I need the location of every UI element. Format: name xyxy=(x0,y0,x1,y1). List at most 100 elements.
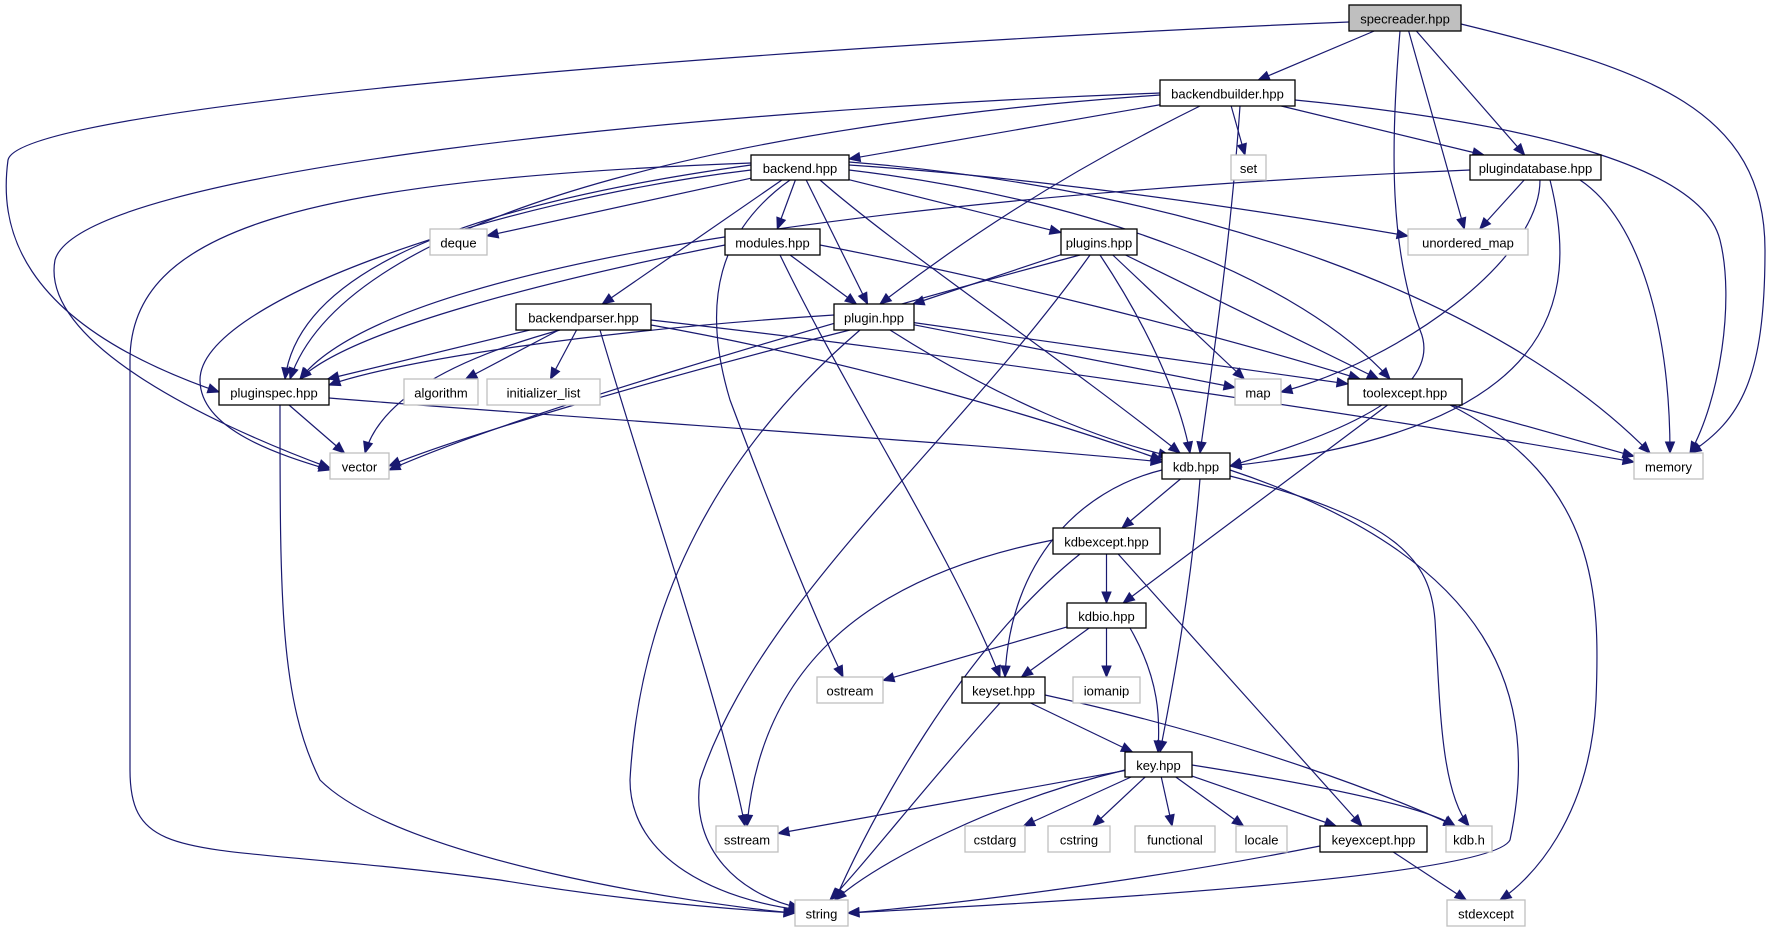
edge-backend-to-plugin xyxy=(805,179,869,305)
node-specreader-hpp[interactable]: specreader.hpp xyxy=(1348,4,1462,32)
node-keyset-hpp[interactable]: keyset.hpp xyxy=(961,676,1046,704)
node-key-hpp[interactable]: key.hpp xyxy=(1124,751,1193,778)
node-label: backendbuilder.hpp xyxy=(1171,87,1284,102)
node-label: sstream xyxy=(724,833,770,848)
arrowhead-icon xyxy=(1196,440,1207,455)
node-backendparser-hpp[interactable]: backendparser.hpp xyxy=(515,303,652,331)
edge-keyset-to-key xyxy=(1030,702,1133,753)
node-label: toolexcept.hpp xyxy=(1363,386,1448,401)
edge-plugins-to-vector xyxy=(388,254,1081,471)
edge-plugin-to-map xyxy=(913,324,1236,389)
node-label: keyexcept.hpp xyxy=(1332,833,1416,848)
edge-backendbuilder-to-pluginspec xyxy=(289,94,1161,380)
arrowhead-icon xyxy=(1150,455,1164,467)
edge-backend-to-unordered_map xyxy=(848,164,1409,237)
arrowhead-icon xyxy=(1664,441,1676,455)
node-label: plugindatabase.hpp xyxy=(1479,161,1593,176)
edge-key-to-sstream xyxy=(777,769,1126,834)
node-iomanip: iomanip xyxy=(1072,676,1141,704)
node-label: functional xyxy=(1147,833,1203,848)
edge-plugin-to-string xyxy=(629,329,861,911)
node-label: kdb.h xyxy=(1453,833,1485,848)
arrowhead-icon xyxy=(1000,665,1011,679)
edge-backendbuilder-to-vector xyxy=(53,92,1161,469)
arrowhead-icon xyxy=(464,369,479,380)
node-algorithm: algorithm xyxy=(403,378,479,406)
edge-backend-to-memory xyxy=(848,161,1651,454)
edge-pluginspec-to-vector xyxy=(288,404,345,454)
arrowhead-icon xyxy=(317,461,332,472)
arrowhead-icon xyxy=(1350,813,1363,827)
node-locale: locale xyxy=(1235,825,1288,853)
edge-modules-to-pluginspec xyxy=(299,244,726,380)
arrowhead-icon xyxy=(1231,815,1245,827)
node-plugins-hpp[interactable]: plugins.hpp xyxy=(1060,228,1138,256)
edge-key-to-locale xyxy=(1175,776,1244,827)
arrowhead-icon xyxy=(1395,228,1410,240)
edge-plugindatabase-to-memory xyxy=(1579,179,1671,454)
node-backend-hpp[interactable]: backend.hpp xyxy=(750,154,850,181)
node-pluginspec-hpp[interactable]: pluginspec.hpp xyxy=(218,378,330,406)
arrowhead-icon xyxy=(1022,816,1037,827)
node-plugindatabase-hpp[interactable]: plugindatabase.hpp xyxy=(1469,154,1602,181)
edge-key-to-string xyxy=(834,769,1126,901)
arrowhead-icon xyxy=(990,664,1001,679)
node-backendbuilder-hpp[interactable]: backendbuilder.hpp xyxy=(1159,79,1296,107)
node-string: string xyxy=(794,899,849,927)
node-label: keyset.hpp xyxy=(972,684,1035,699)
node-label: memory xyxy=(1645,460,1692,475)
arrowhead-icon xyxy=(1689,440,1701,455)
node-functional: functional xyxy=(1134,825,1216,853)
node-plugin-hpp[interactable]: plugin.hpp xyxy=(833,303,915,331)
arrowhead-icon xyxy=(1167,441,1182,454)
node-cstdarg: cstdarg xyxy=(964,825,1026,853)
node-modules-hpp[interactable]: modules.hpp xyxy=(724,228,821,256)
edges-layer xyxy=(5,21,1766,918)
node-label: plugin.hpp xyxy=(844,311,904,326)
node-label: kdbio.hpp xyxy=(1078,609,1134,624)
edge-pluginspec-to-kdb xyxy=(328,397,1163,463)
edge-backend-to-toolexcept xyxy=(848,169,1391,380)
node-unordered-map: unordered_map xyxy=(1407,228,1529,256)
node-kdbio-hpp[interactable]: kdbio.hpp xyxy=(1066,602,1147,629)
edge-plugins-to-kdb xyxy=(1099,254,1191,454)
arrowhead-icon xyxy=(833,664,844,679)
arrowhead-icon xyxy=(1228,459,1243,470)
node-toolexcept-hpp[interactable]: toolexcept.hpp xyxy=(1347,378,1463,406)
arrowhead-icon xyxy=(878,292,893,305)
arrowhead-icon xyxy=(846,906,860,918)
node-kdb-hpp[interactable]: kdb.hpp xyxy=(1161,452,1231,480)
arrowhead-icon xyxy=(332,441,346,454)
node-label: set xyxy=(1240,161,1258,176)
edge-backendbuilder-to-memory xyxy=(1294,99,1727,454)
arrowhead-icon xyxy=(1222,380,1237,391)
node-label: plugins.hpp xyxy=(1066,236,1133,251)
arrowhead-icon xyxy=(1365,369,1380,380)
node-label: algorithm xyxy=(414,386,467,401)
arrowhead-icon xyxy=(1335,377,1350,388)
arrowhead-icon xyxy=(1621,448,1636,459)
node-label: string xyxy=(806,907,838,922)
edge-modules-to-keyset xyxy=(779,254,1001,678)
node-vector: vector xyxy=(329,452,390,480)
node-kdbexcept-hpp[interactable]: kdbexcept.hpp xyxy=(1052,527,1161,555)
arrowhead-icon xyxy=(1091,814,1105,827)
edge-keyexcept-to-stdexcept xyxy=(1392,851,1467,901)
arrowhead-icon xyxy=(1122,591,1136,604)
arrowhead-icon xyxy=(776,826,791,837)
edge-backendbuilder-to-plugin xyxy=(879,105,1201,305)
node-label: locale xyxy=(1245,833,1279,848)
node-kdb-h: kdb.h xyxy=(1445,825,1493,853)
node-label: kdb.hpp xyxy=(1173,460,1219,475)
node-keyexcept-hpp[interactable]: keyexcept.hpp xyxy=(1319,825,1428,853)
edge-key-to-kdb_h xyxy=(1191,764,1456,827)
edge-kdb-to-keyset xyxy=(1004,469,1163,678)
arrowhead-icon xyxy=(1020,666,1034,678)
node-label: ostream xyxy=(827,684,874,699)
edge-key-to-cstring xyxy=(1092,776,1146,827)
node-label: stdexcept xyxy=(1458,907,1514,922)
edge-backendparser-to-pluginspec xyxy=(327,329,530,380)
edge-backendbuilder-to-backend xyxy=(848,104,1161,160)
arrowhead-icon xyxy=(1453,889,1468,901)
